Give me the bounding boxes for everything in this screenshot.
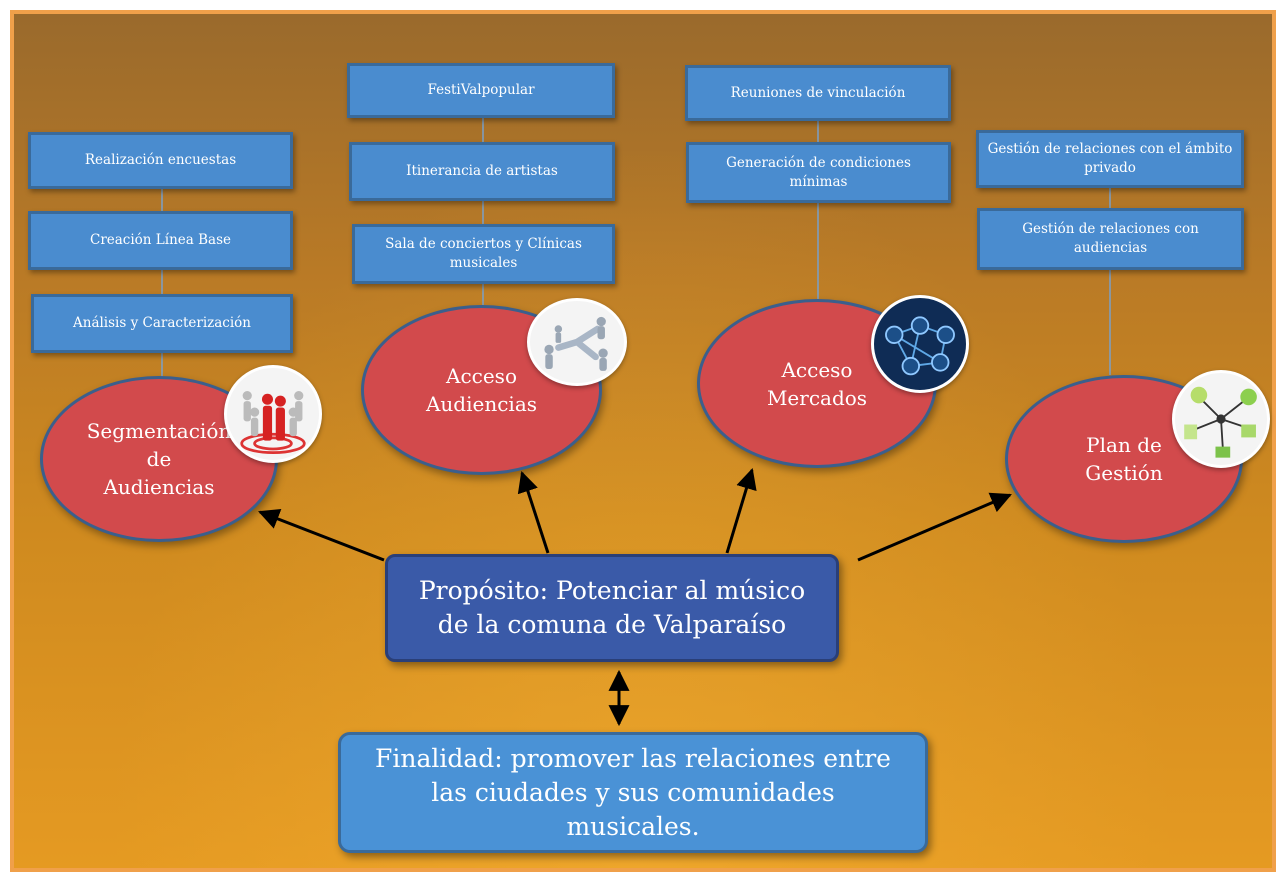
activity-itinerancia-artistas: Itinerancia de artistas xyxy=(349,142,615,201)
purpose-box: Propósito: Potenciar al músico de la com… xyxy=(385,554,839,662)
node-segmentacion-audiencias: Segmentación de Audiencias xyxy=(40,376,278,542)
social-network-icon xyxy=(871,295,969,393)
activity-reuniones-vinculacion: Reuniones de vinculación xyxy=(685,65,951,121)
activity-gestion-audiencias: Gestión de relaciones con audiencias xyxy=(977,208,1244,270)
finality-box: Finalidad: promover las relaciones entre… xyxy=(338,732,928,853)
activity-creacion-linea-base: Creación Línea Base xyxy=(28,211,293,270)
management-chart-icon xyxy=(1172,370,1270,468)
activity-generacion-condiciones: Generación de condiciones mínimas xyxy=(686,142,951,203)
target-people-icon xyxy=(224,365,322,463)
activity-festivalpopular: FestiValpopular xyxy=(347,63,615,118)
network-people-icon xyxy=(527,298,627,386)
activity-analisis-caracterizacion: Análisis y Caracterización xyxy=(31,294,293,353)
activity-realizacion-encuestas: Realización encuestas xyxy=(28,132,293,189)
activity-sala-conciertos: Sala de conciertos y Clínicas musicales xyxy=(352,224,615,284)
activity-gestion-privado: Gestión de relaciones con el ámbito priv… xyxy=(976,130,1244,188)
node-acceso-audiencias: Acceso Audiencias xyxy=(361,305,602,475)
